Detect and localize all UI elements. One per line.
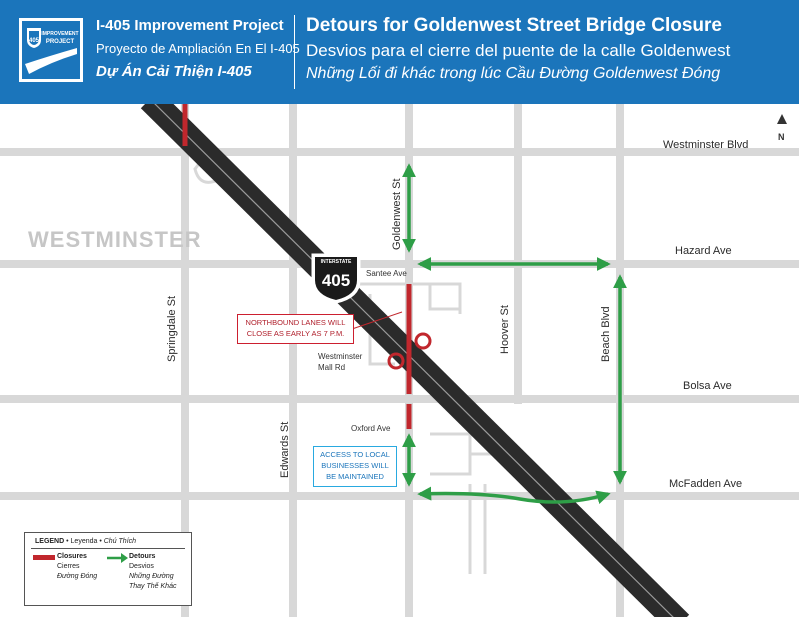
header-divider: [294, 15, 295, 89]
street-westminster-blvd: Westminster Blvd: [663, 139, 749, 151]
closure-lines: [182, 104, 432, 429]
legend-sep-1: •: [66, 538, 69, 545]
interstate-shield-icon: INTERSTATE 405: [311, 253, 361, 304]
street-mall-rd-line1: Westminster: [318, 352, 363, 361]
legend-closures-es: Cierres: [57, 563, 80, 570]
legend-closures: Closures Cierres Đường Đóng: [57, 552, 97, 582]
shield-number: 405: [322, 271, 350, 290]
street-hazard-ave: Hazard Ave: [675, 245, 732, 257]
legend-detours-vi1: Những Đường: [129, 573, 174, 580]
legend-closures-en: Closures: [57, 553, 87, 560]
access-note-line1: ACCESS TO LOCAL: [320, 450, 390, 459]
north-label: N: [778, 132, 785, 142]
project-title: I-405 Improvement Project: [96, 17, 284, 34]
detour-title-vi: Những Lối đi khác trong lúc Cầu Đường Go…: [306, 65, 721, 82]
closure-note-line2: CLOSE AS EARLY AS 7 P.M.: [246, 329, 345, 338]
freeway-i405: [140, 104, 690, 617]
legend-title-row: LEGEND • Leyenda • Chú Thích: [35, 538, 136, 545]
street-mcfadden-ave: McFadden Ave: [669, 478, 743, 490]
city-label: WESTMINSTER: [28, 227, 202, 252]
legend-detour-arrow-icon: [107, 553, 128, 563]
local-roads: [193, 154, 520, 574]
street-hoover-st: Hoover St: [499, 305, 511, 354]
legend-title-vi: Chú Thích: [103, 538, 137, 545]
shield-top-label: INTERSTATE: [321, 259, 352, 265]
project-title-vi: Dự Án Cải Thiện I-405: [96, 63, 252, 80]
detour-map: INTERSTATE 405 WESTMINSTER N Westminster…: [0, 104, 799, 617]
street-bolsa-ave: Bolsa Ave: [683, 380, 732, 392]
street-edwards-st: Edwards St: [279, 421, 291, 478]
legend-sep-2: •: [99, 538, 102, 545]
detour-title-es: Desvios para el cierre del puente de la …: [306, 41, 731, 60]
legend-title-es: Leyenda: [70, 538, 98, 545]
legend-detours-en: Detours: [129, 553, 156, 560]
closure-note: NORTHBOUND LANES WILL CLOSE AS EARLY AS …: [237, 314, 354, 344]
logo-line1: IMPROVEMENT: [41, 31, 78, 37]
street-springdale-st: Springdale St: [166, 295, 178, 362]
project-logo: 405 IMPROVEMENT PROJECT: [19, 18, 83, 82]
logo-number: 405: [29, 38, 40, 44]
closure-note-line1: NORTHBOUND LANES WILL: [245, 318, 346, 327]
legend-divider: [31, 548, 185, 549]
legend-title: LEGEND: [35, 538, 65, 545]
legend-closure-swatch: [33, 555, 55, 560]
project-title-es: Proyecto de Ampliación En El I-405: [96, 41, 300, 56]
logo-line2: PROJECT: [46, 39, 75, 45]
north-arrow-icon: [777, 114, 787, 124]
map-canvas: INTERSTATE 405: [0, 104, 799, 617]
closure-note-leader: [351, 311, 403, 330]
detour-arrows: [402, 163, 627, 504]
access-note-line2: BUSINESSES WILL: [321, 461, 389, 470]
street-goldenwest-st: Goldenwest St: [391, 178, 403, 250]
street-oxford-ave: Oxford Ave: [351, 424, 391, 433]
legend-detours-es: Desvios: [129, 563, 154, 570]
header-banner: 405 IMPROVEMENT PROJECT I-405 Improvemen…: [0, 0, 799, 104]
legend-detours: Detours Desvios Những Đường Thay Thế Khá…: [129, 552, 176, 592]
legend-closures-vi: Đường Đóng: [57, 573, 98, 580]
street-beach-blvd: Beach Blvd: [600, 306, 612, 362]
street-mall-rd-line2: Mall Rd: [318, 363, 346, 372]
street-santee-ave: Santee Ave: [366, 269, 407, 278]
legend: LEGEND • Leyenda • Chú Thích Closures Ci…: [24, 532, 192, 606]
access-note: ACCESS TO LOCAL BUSINESSES WILL BE MAINT…: [313, 446, 397, 487]
legend-detours-vi2: Thay Thế Khác: [129, 583, 177, 590]
detour-title: Detours for Goldenwest Street Bridge Clo…: [306, 15, 722, 36]
access-note-line3: BE MAINTAINED: [326, 472, 384, 481]
